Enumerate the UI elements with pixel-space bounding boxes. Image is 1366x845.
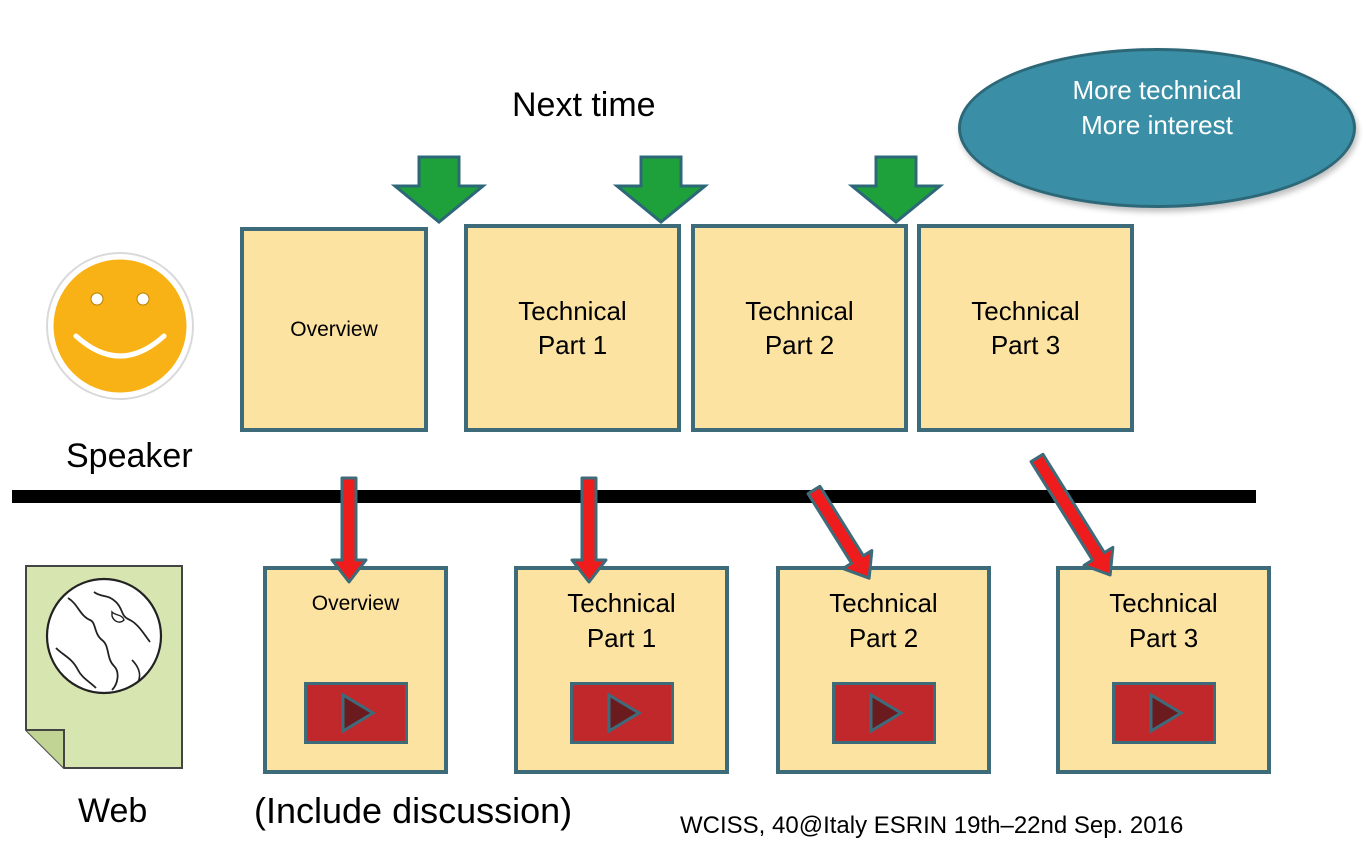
web-box-4-line-1: Technical: [1109, 588, 1218, 618]
next-time-label: Next time: [512, 86, 656, 124]
green-arrow-1: [390, 155, 488, 224]
speaker-box-4-line-2: Part 3: [990, 330, 1061, 360]
web-box-2-line-1: Technical: [567, 588, 676, 618]
speaker-box-3-line-1: Technical: [745, 295, 854, 326]
smiley-face-icon: [46, 252, 194, 400]
discussion-note: (Include discussion): [254, 790, 573, 831]
bubble-line-2: More interest: [1081, 110, 1233, 141]
play-button-3[interactable]: [831, 682, 936, 744]
speaker-box-2-line-2: Part 1: [537, 330, 608, 360]
speaker-box-part-2: Technical Part 2: [691, 224, 908, 432]
play-button-1[interactable]: [303, 682, 408, 744]
web-box-part-1: Technical Part 1: [514, 566, 729, 774]
web-box-overview: Overview: [263, 566, 448, 774]
speaker-box-1-line-1: Overview: [290, 317, 378, 341]
play-icon: [869, 692, 904, 734]
green-arrow-3: [847, 155, 945, 224]
divider-line: [12, 490, 1256, 503]
web-box-part-3: Technical Part 3: [1056, 566, 1271, 774]
globe-page-icon: [25, 565, 183, 769]
web-label: Web: [78, 792, 148, 830]
speaker-label: Speaker: [66, 437, 193, 475]
bubble: More technical More interest: [958, 48, 1356, 208]
red-arrow-2: [570, 476, 608, 584]
play-icon: [341, 692, 376, 734]
web-box-part-2: Technical Part 2: [776, 566, 991, 774]
play-button-2[interactable]: [569, 682, 674, 744]
red-arrow-1: [330, 476, 368, 584]
play-button-4[interactable]: [1111, 682, 1216, 744]
web-box-2-line-2: Part 1: [586, 622, 657, 653]
speaker-box-2-line-1: Technical: [518, 295, 627, 326]
speaker-box-4-line-1: Technical: [971, 295, 1080, 326]
footer-text: WCISS, 40@Italy ESRIN 19th–22nd Sep. 201…: [680, 812, 1184, 839]
red-arrow-3: [806, 484, 874, 580]
web-box-4-line-2: Part 3: [1128, 622, 1199, 653]
play-icon: [1149, 692, 1184, 734]
web-box-1-line-1: Overview: [311, 592, 400, 615]
web-box-3-line-1: Technical: [829, 588, 938, 618]
speaker-box-part-1: Technical Part 1: [464, 224, 681, 432]
green-arrow-2: [612, 155, 710, 224]
red-arrow-4: [1029, 452, 1115, 577]
speaker-box-3-line-2: Part 2: [764, 330, 835, 360]
bubble-line-1: More technical: [1072, 75, 1242, 105]
web-box-3-line-2: Part 2: [848, 622, 919, 653]
play-icon: [607, 692, 642, 734]
speaker-box-overview: Overview: [240, 227, 428, 432]
speaker-box-part-3: Technical Part 3: [917, 224, 1134, 432]
